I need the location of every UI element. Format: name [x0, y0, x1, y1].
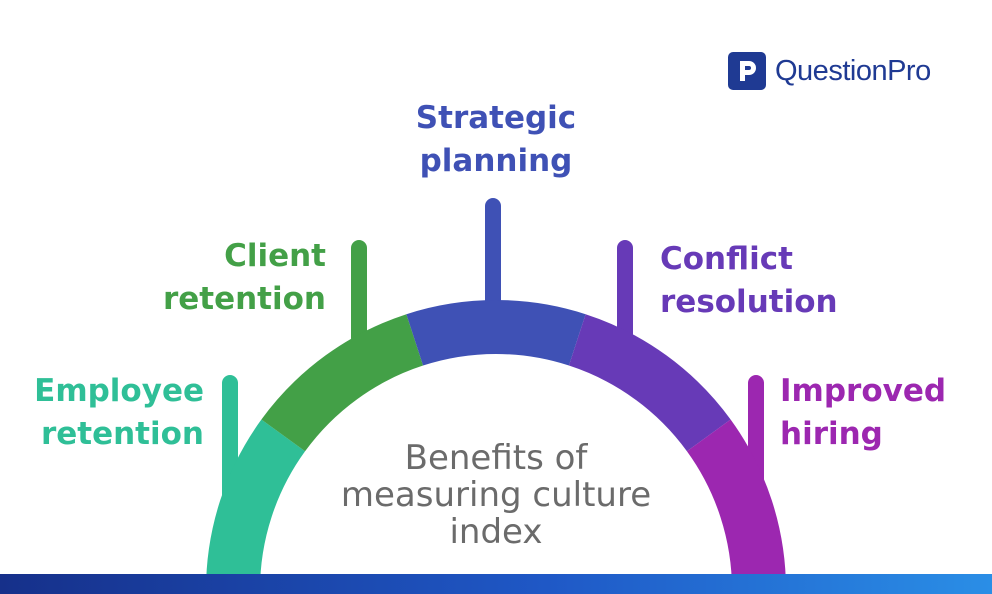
- label-line: Client: [224, 238, 326, 274]
- label-line: hiring: [780, 416, 883, 452]
- arc-segment-improved-hiring: [686, 419, 786, 590]
- label-client-retention: Client retention: [40, 235, 326, 321]
- label-improved-hiring: Improved hiring: [780, 370, 980, 456]
- label-line: resolution: [660, 284, 838, 320]
- bottom-gradient-bar: [0, 574, 992, 594]
- label-line: retention: [40, 416, 204, 452]
- arc-segment-conflict-resolution: [568, 314, 731, 452]
- arc-segment-employee-retention: [206, 419, 306, 590]
- label-line: Improved: [780, 373, 947, 409]
- arc-segment-strategic-planning: [406, 300, 586, 366]
- label-line: Conflict: [660, 241, 793, 277]
- label-line: Strategic: [415, 100, 577, 136]
- center-title-line: Benefits of: [404, 438, 588, 478]
- center-title-line: index: [449, 512, 543, 552]
- arc-segment-client-retention: [261, 314, 424, 452]
- center-title: Benefits of measuring culture index: [316, 440, 676, 551]
- logo-wordmark: QuestionPro: [775, 54, 931, 87]
- label-employee-retention: Employee retention: [0, 370, 204, 456]
- label-conflict-resolution: Conflict resolution: [660, 238, 960, 324]
- label-line: planning: [419, 143, 573, 179]
- questionpro-logo: QuestionPro: [728, 50, 931, 92]
- questionpro-logo-icon: [728, 52, 766, 90]
- label-strategic-planning: Strategic planning: [396, 97, 596, 183]
- center-title-line: measuring culture: [340, 475, 652, 515]
- label-line: Employee: [34, 373, 204, 409]
- label-line: retention: [162, 281, 326, 317]
